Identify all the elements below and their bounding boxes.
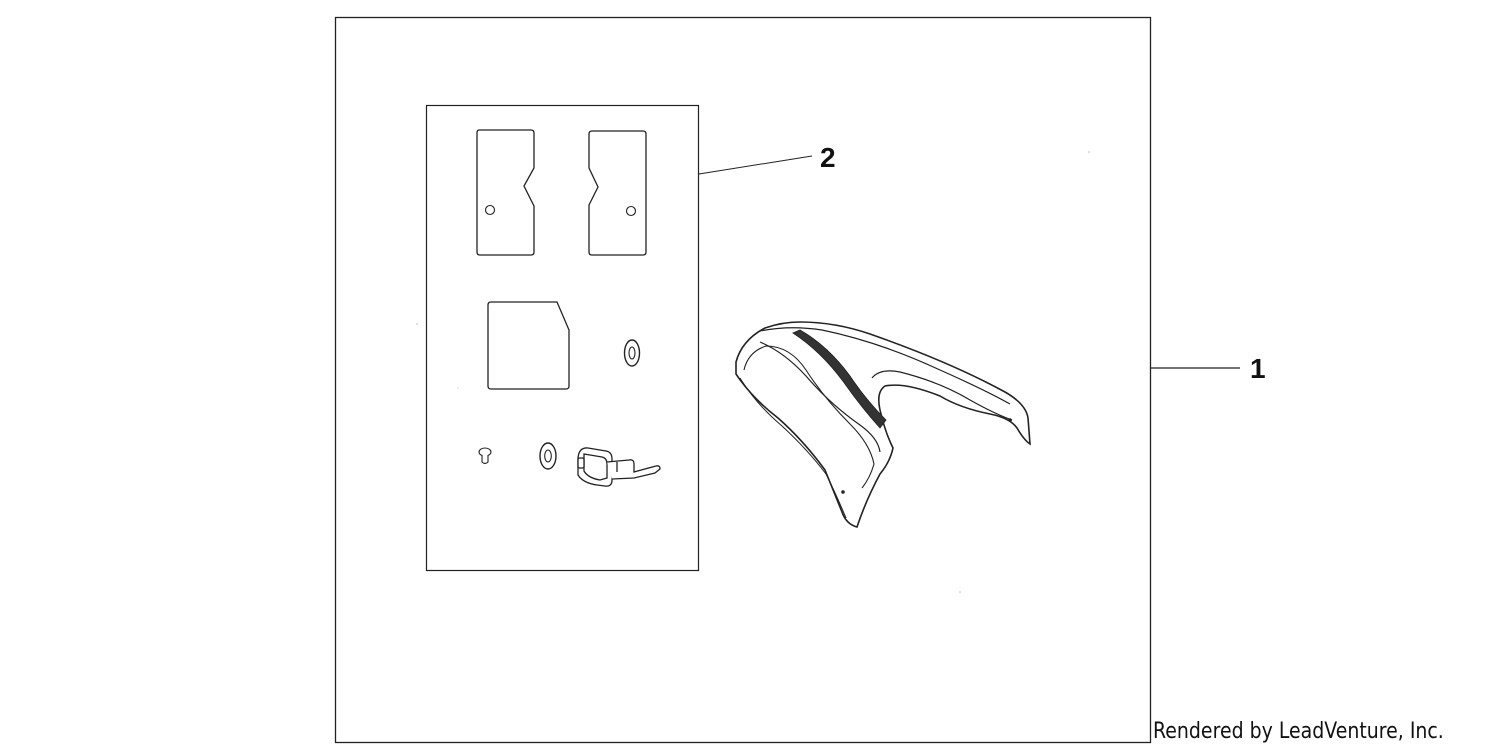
render-credit: Rendered by LeadVenture, Inc. — [1153, 719, 1444, 744]
callout-1[interactable]: 1 — [1250, 353, 1266, 384]
seat-cowl-top-edge — [759, 327, 1011, 405]
rubber-pad — [487, 301, 570, 390]
seat-cowl-stripe — [759, 341, 881, 453]
callout-2[interactable]: 2 — [820, 142, 836, 173]
outer-frame — [334, 16, 1152, 744]
seat-cowl-screw-hole-front — [841, 490, 845, 494]
bracket-clip — [577, 447, 661, 487]
hardware-kit-box — [425, 104, 700, 572]
scan-specks — [416, 151, 1090, 593]
seat-cowl-stripe-dark — [792, 329, 887, 429]
leader-line-2 — [698, 155, 813, 175]
washer-small-hole — [544, 449, 552, 463]
seat-cowl[interactable] — [735, 321, 1031, 528]
seat-cowl-screw-hole-rear — [1008, 418, 1012, 422]
pad-hole-right — [625, 205, 637, 217]
mounting-pad-left — [476, 129, 535, 256]
washer-large-hole — [628, 346, 636, 360]
seat-cowl-side-panel — [743, 345, 875, 489]
mounting-pad-right — [588, 130, 647, 256]
rivet — [478, 447, 492, 465]
hardware-kit-group[interactable] — [425, 104, 700, 572]
seat-cowl-inner-curve — [871, 370, 1013, 421]
seat-cowl-lower-edge — [739, 377, 847, 519]
pad-hole-left — [484, 204, 496, 216]
